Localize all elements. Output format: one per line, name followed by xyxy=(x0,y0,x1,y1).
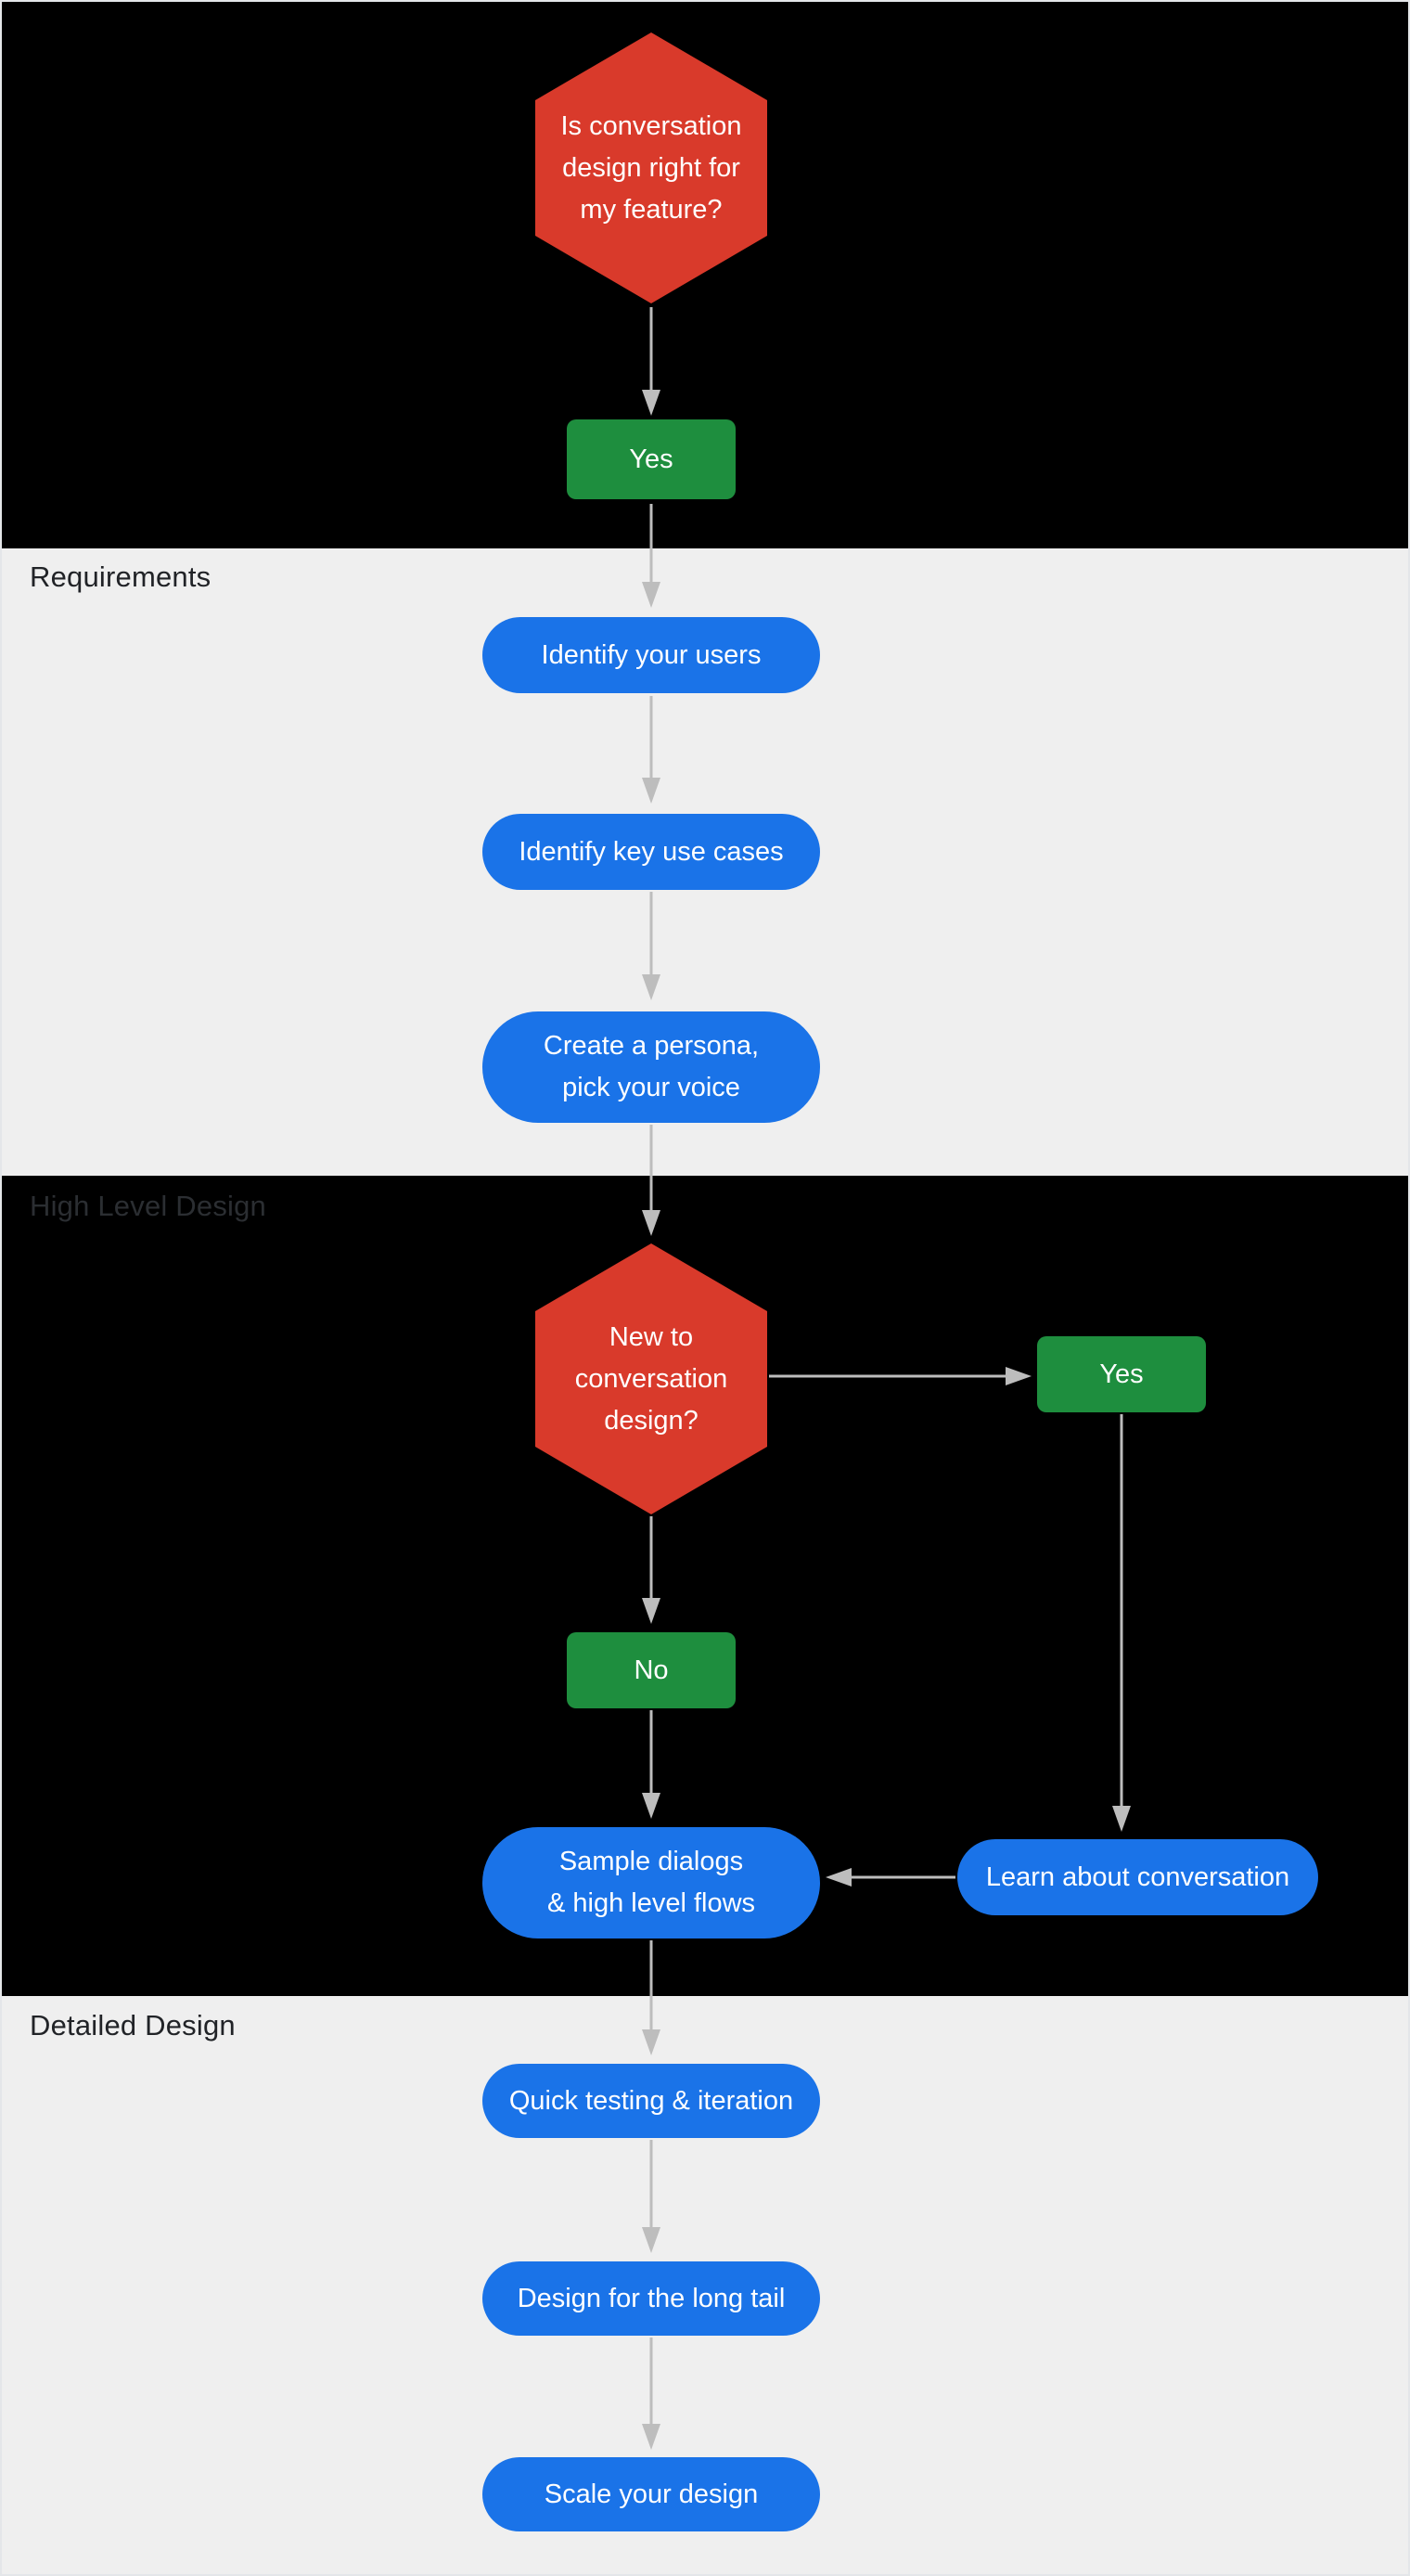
step-create-persona-pick-voice[interactable]: Create a persona, pick your voice xyxy=(482,1011,820,1123)
step-learn-about-conversation[interactable]: Learn about conversation xyxy=(957,1839,1318,1915)
arrow-feature-to-yes xyxy=(642,307,660,416)
section-label-requirements: Requirements xyxy=(30,560,212,593)
answer-yes-new[interactable]: Yes xyxy=(1037,1336,1206,1412)
section-label-detailed-design: Detailed Design xyxy=(30,2009,236,2041)
decision-is-conversation-design-right: Is conversation design right for my feat… xyxy=(535,32,767,303)
answer-yes-feature[interactable]: Yes xyxy=(567,419,736,499)
answer-no-new[interactable]: No xyxy=(567,1632,736,1708)
step-identify-key-use-cases[interactable]: Identify key use cases xyxy=(482,814,820,890)
step-sample-dialogs-high-level-flows[interactable]: Sample dialogs & high level flows xyxy=(482,1827,820,1938)
section-label-high-level-design: High Level Design xyxy=(30,1190,266,1222)
step-scale-your-design[interactable]: Scale your design xyxy=(482,2457,820,2531)
step-quick-testing-iteration[interactable]: Quick testing & iteration xyxy=(482,2064,820,2138)
step-identify-your-users[interactable]: Identify your users xyxy=(482,617,820,693)
step-design-for-long-tail[interactable]: Design for the long tail xyxy=(482,2261,820,2336)
